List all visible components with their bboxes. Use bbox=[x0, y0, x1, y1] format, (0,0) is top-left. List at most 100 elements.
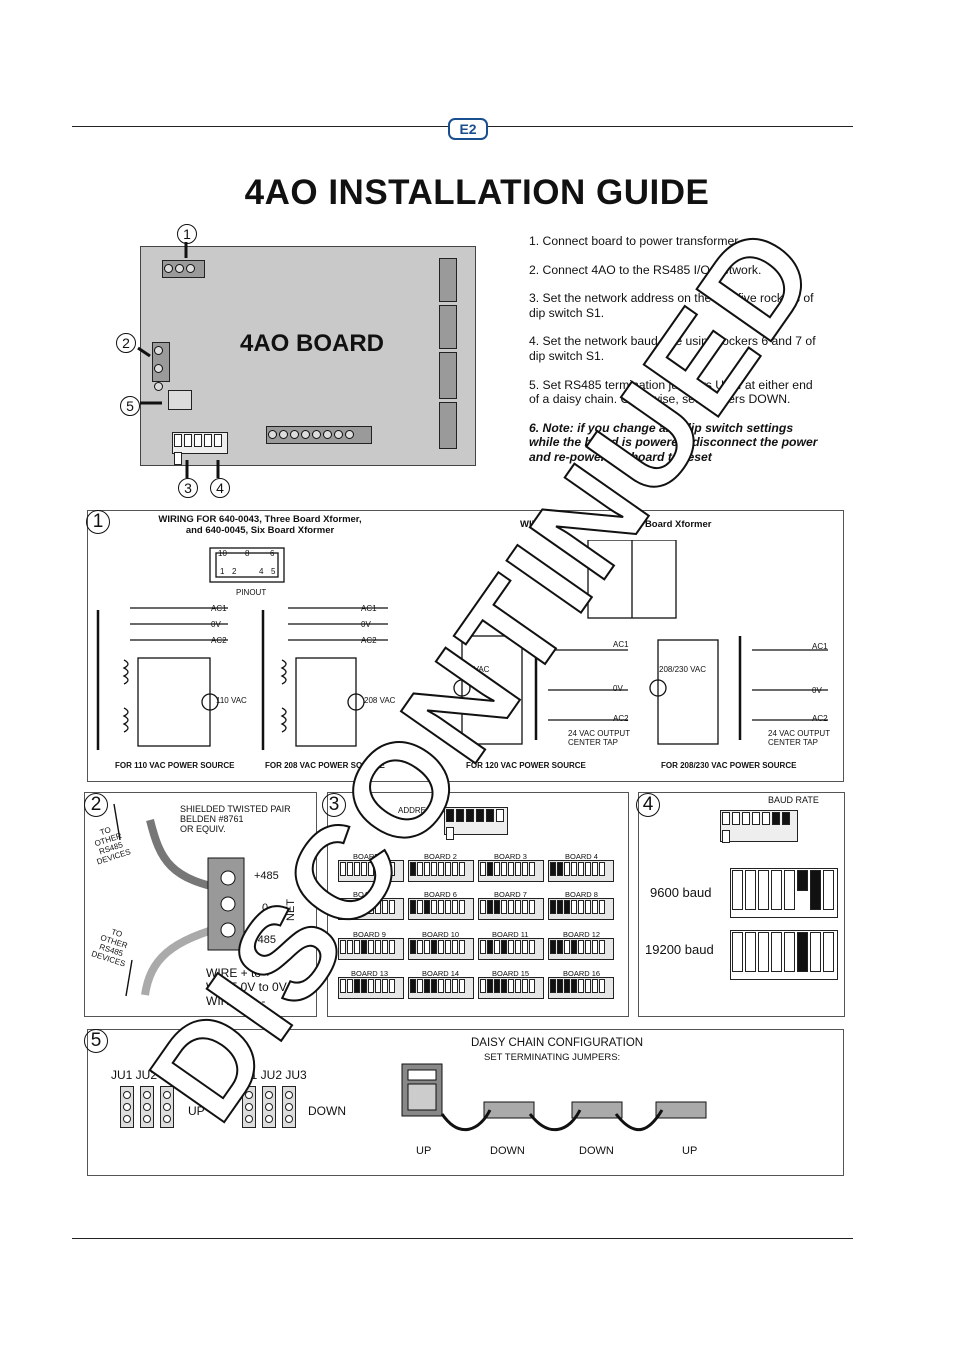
ac1-label-c: AC1 bbox=[613, 640, 629, 649]
step-5: 5. Set RS485 termination jumpers UP if a… bbox=[529, 377, 813, 407]
caption-120: FOR 120 VAC POWER SOURCE bbox=[466, 761, 586, 770]
bottom-rule bbox=[72, 1238, 853, 1239]
pin-bottom-4: 4 bbox=[259, 567, 264, 576]
jumper-down-1 bbox=[242, 1086, 256, 1128]
network-cable-drawing bbox=[113, 803, 245, 997]
cable-spec: SHIELDED TWISTED PAIR BELDEN #8761 OR EQ… bbox=[180, 804, 291, 834]
ac1-label-b: AC1 bbox=[361, 604, 377, 613]
panel-2-number: 2 bbox=[84, 793, 108, 817]
source-110vac: 110 VAC bbox=[216, 696, 247, 705]
step-6-note: 6. Note: if you change any dip switch se… bbox=[529, 420, 818, 464]
baud-19200-dip bbox=[730, 930, 838, 980]
pin-bottom-5: 5 bbox=[271, 567, 276, 576]
board-5-label: BOARD 5 bbox=[353, 890, 386, 899]
board-7-dip bbox=[478, 898, 544, 920]
board-8-dip bbox=[548, 898, 614, 920]
terminal-minus-485: -485 bbox=[254, 934, 277, 946]
jumpers-up-label: JU1 JU2 JU3 bbox=[111, 1068, 182, 1082]
zero-v-label-d: 0V bbox=[812, 686, 822, 695]
board-1-dip bbox=[338, 860, 404, 882]
step-1: 1. Connect board to power transformer. bbox=[529, 234, 742, 248]
pin-top-8: 8 bbox=[245, 549, 250, 558]
instructions: 1. Connect board to power transformer. 2… bbox=[529, 234, 819, 465]
dip-switch-s1 bbox=[172, 432, 228, 465]
pin-bottom-2: 2 bbox=[232, 567, 237, 576]
ac2-label-c: AC2 bbox=[613, 714, 629, 723]
board-3-dip bbox=[478, 860, 544, 882]
board-5-dip bbox=[338, 898, 404, 920]
terminal-plus-485: +485 bbox=[254, 870, 279, 882]
set-jumpers-title: SET TERMINATING JUMPERS: bbox=[484, 1052, 621, 1063]
pin-top-6: 6 bbox=[270, 549, 275, 558]
output-terminal-right-4 bbox=[439, 402, 457, 449]
board-14-label: BOARD 14 bbox=[422, 969, 460, 978]
caption-208-230: FOR 208/230 VAC POWER SOURCE bbox=[661, 761, 797, 770]
page-title: 4AO INSTALLATION GUIDE bbox=[244, 173, 710, 212]
board-4-label: BOARD 4 bbox=[565, 852, 598, 861]
board-7-label: BOARD 7 bbox=[494, 890, 527, 899]
e2-logo: E2 bbox=[448, 118, 488, 140]
board-2-label: BOARD 2 bbox=[424, 852, 457, 861]
wiring-heading-left: WIRING FOR 640-0043, Three Board Xformer… bbox=[158, 514, 362, 536]
chain-label-4: UP bbox=[682, 1145, 698, 1157]
source-120vac: 120 VAC bbox=[458, 665, 490, 674]
board-16-label: BOARD 16 bbox=[563, 969, 601, 978]
board-9-dip bbox=[338, 938, 404, 960]
wiring-heading-right: WIRING FOR 640-0048, Ten Board Xformer bbox=[520, 519, 712, 530]
zero-v-label-a: 0V bbox=[211, 620, 221, 629]
board-11-label: BOARD 11 bbox=[492, 930, 529, 939]
center-tap-label-a: 24 VAC OUTPUT CENTER TAP bbox=[568, 729, 631, 747]
panel-network bbox=[84, 792, 317, 1017]
board-11-dip bbox=[478, 938, 544, 960]
board-9-label: BOARD 9 bbox=[353, 930, 386, 939]
callout-3: 3 bbox=[178, 478, 198, 498]
terminal-zero: 0 bbox=[262, 902, 269, 914]
panel-termination bbox=[87, 1029, 844, 1176]
board-13-dip bbox=[338, 977, 404, 999]
panel-3-number: 3 bbox=[322, 793, 346, 817]
ac2-label-b: AC2 bbox=[361, 636, 377, 645]
svg-text:E2: E2 bbox=[459, 121, 476, 137]
center-tap-label-b: 24 VAC OUTPUT CENTER TAP bbox=[768, 729, 831, 747]
address-label: ADDRESS bbox=[398, 806, 437, 815]
zero-v-label-b: 0V bbox=[361, 620, 371, 629]
board-label: 4AO BOARD bbox=[240, 330, 385, 357]
chain-label-2: DOWN bbox=[490, 1145, 525, 1157]
board-12-label: BOARD 12 bbox=[563, 930, 601, 939]
baud-19200-label: 19200 baud bbox=[645, 942, 714, 957]
baud-9600-label: 9600 baud bbox=[650, 885, 712, 900]
jumpers-down-label: JU1 JU2 JU3 bbox=[236, 1068, 307, 1082]
caption-110: FOR 110 VAC POWER SOURCE bbox=[115, 761, 235, 770]
callout-5: 5 bbox=[120, 396, 140, 416]
baud-dip-reference bbox=[720, 810, 798, 843]
jumper-up-3 bbox=[160, 1086, 174, 1128]
callout-4: 4 bbox=[210, 478, 230, 498]
board-10-dip bbox=[408, 938, 474, 960]
output-terminal-right-2 bbox=[439, 305, 457, 349]
board-14-dip bbox=[408, 977, 474, 999]
board-4-dip bbox=[548, 860, 614, 882]
board-1-label: BOARD 1 bbox=[353, 852, 386, 861]
power-terminal bbox=[162, 260, 205, 278]
ac1-label-d: AC1 bbox=[812, 642, 828, 651]
up-label: UP bbox=[188, 1104, 205, 1118]
jumper-up-1 bbox=[120, 1086, 134, 1128]
panel-1-number: 1 bbox=[86, 510, 110, 534]
pinout-label: PINOUT bbox=[236, 588, 267, 597]
board-8-label: BOARD 8 bbox=[565, 890, 598, 899]
step-4: 4. Set the network baud rate using rocke… bbox=[529, 334, 816, 363]
baud-rate-label: BAUD RATE bbox=[768, 795, 819, 805]
daisy-chain-drawing bbox=[401, 1063, 707, 1132]
board-6-dip bbox=[408, 898, 474, 920]
callout-2: 2 bbox=[116, 333, 136, 353]
jumper-down-3 bbox=[282, 1086, 296, 1128]
baud-9600-dip bbox=[730, 868, 838, 918]
board-15-dip bbox=[478, 977, 544, 999]
output-terminal-right-1 bbox=[439, 258, 457, 302]
source-208-230vac: 208/230 VAC bbox=[659, 665, 706, 674]
board-2-dip bbox=[408, 860, 474, 882]
board-3-label: BOARD 3 bbox=[494, 852, 527, 861]
pin-bottom-1: 1 bbox=[220, 567, 225, 576]
callout-arrows bbox=[137, 242, 220, 478]
zero-v-label-c: 0V bbox=[613, 684, 623, 693]
